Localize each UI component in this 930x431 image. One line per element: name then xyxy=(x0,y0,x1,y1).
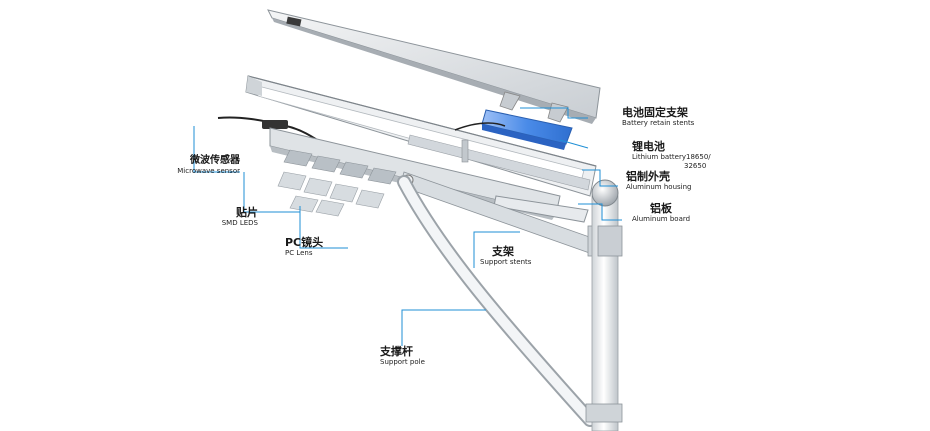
label-lithium-battery: 锂电池 Lithium battery18650/ 32650 xyxy=(632,140,711,171)
label-aluminum-board: 铝板 Aluminum board xyxy=(632,202,690,224)
label-en: Battery retain stents xyxy=(622,119,695,127)
label-zh: 铝板 xyxy=(650,202,672,215)
label-en: Aluminum housing xyxy=(626,183,692,191)
diagonal-support-pole xyxy=(397,175,597,427)
label-battery-retain-stents: 电池固定支架 Battery retain stents xyxy=(622,106,694,128)
label-microwave-sensor: 微波传感器 Microwave sensor xyxy=(168,154,240,176)
label-en-line2: 32650 xyxy=(684,162,707,170)
label-en: Support pole xyxy=(380,358,425,366)
label-zh: 支撑杆 xyxy=(380,345,413,358)
label-en: Microwave sensor xyxy=(177,167,240,175)
label-zh: 微波传感器 xyxy=(190,155,240,166)
label-en: Lithium battery18650/ xyxy=(632,153,711,161)
lithium-battery-block xyxy=(481,109,573,150)
label-zh: 电池固定支架 xyxy=(622,106,688,119)
label-zh: PC镜头 xyxy=(285,236,324,249)
pc-lens-plates xyxy=(277,171,385,217)
label-zh: 支架 xyxy=(492,245,514,258)
label-zh: 贴片 xyxy=(236,206,258,219)
label-support-stents: 支架 Support stents xyxy=(480,245,531,267)
leader-microwave-sensor xyxy=(193,126,240,173)
label-en: SMD LEDS xyxy=(221,219,258,227)
label-zh: 锂电池 xyxy=(632,140,665,153)
leader-support-pole xyxy=(401,309,486,346)
label-en: PC Lens xyxy=(285,249,313,257)
leader-lithium-battery xyxy=(559,139,589,149)
label-support-pole: 支撑杆 Support pole xyxy=(380,345,425,367)
label-aluminum-housing: 铝制外壳 Aluminum housing xyxy=(626,170,691,192)
aluminum-housing-frame xyxy=(245,75,597,197)
leader-aluminum-housing xyxy=(582,169,618,187)
label-pc-lens: PC镜头 PC Lens xyxy=(285,236,323,258)
leader-lines xyxy=(193,107,622,346)
main-pole xyxy=(585,179,623,431)
leader-aluminum-board xyxy=(578,203,622,221)
label-zh: 铝制外壳 xyxy=(626,170,670,183)
leader-smd-leds xyxy=(243,172,300,213)
sensor-cable xyxy=(217,116,506,147)
leader-pc-lens xyxy=(299,206,348,249)
label-smd-leds: 贴片 SMD LEDS xyxy=(208,206,258,228)
leader-support-stents xyxy=(473,231,520,268)
leader-battery-retain-stents xyxy=(520,107,588,119)
smd-led-chips xyxy=(283,149,397,185)
aluminum-board-plate xyxy=(493,195,589,223)
label-en: Aluminum board xyxy=(632,215,691,223)
label-en: Support stents xyxy=(480,258,532,266)
